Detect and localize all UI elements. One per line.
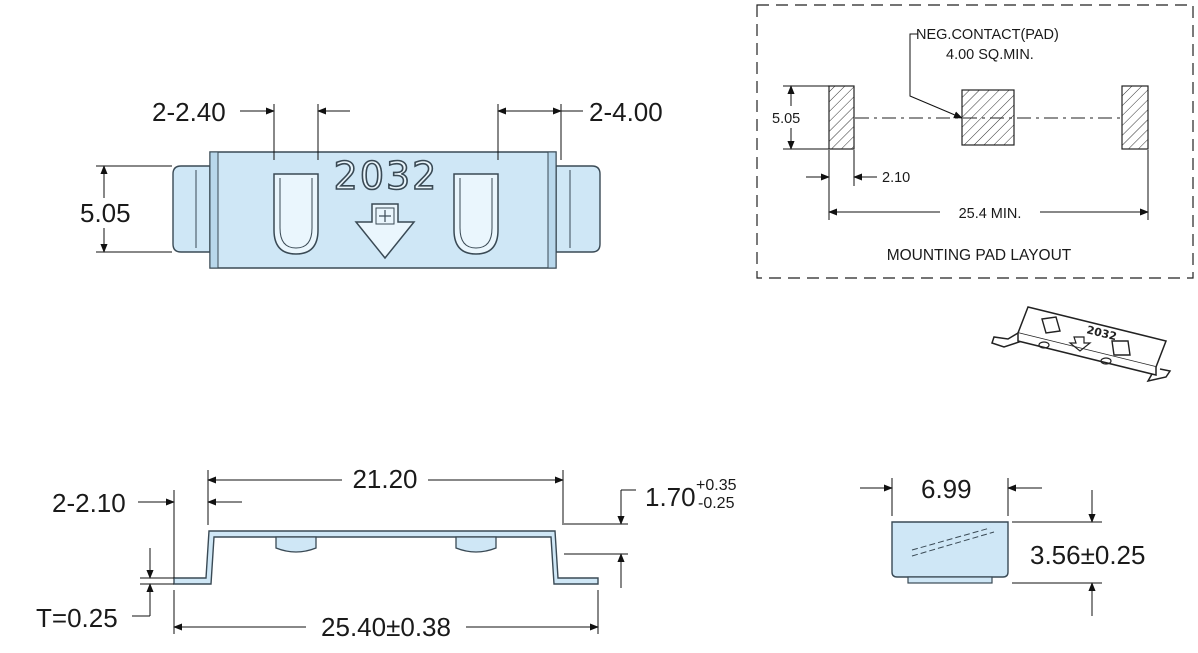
dim-end-height-label: 3.56±0.25 bbox=[1030, 540, 1145, 570]
dim-end-width-label: 6.99 bbox=[921, 474, 972, 504]
center-neg-pad bbox=[961, 89, 1015, 146]
pad-layout-title: MOUNTING PAD LAYOUT bbox=[887, 247, 1072, 264]
pad-span-label: 25.4 MIN. bbox=[959, 206, 1022, 222]
side-view: 21.20 2-2.10 1.70 +0.35 -0.25 T=0.25 25.… bbox=[36, 462, 737, 642]
dim-top-height-label: 5.05 bbox=[80, 198, 131, 228]
right-tab bbox=[555, 165, 601, 253]
embossed-2032-text: 2032 bbox=[334, 154, 439, 198]
dim-side-length-label: 21.20 bbox=[352, 464, 417, 494]
dim-slot-spacing-label: 2-4.00 bbox=[589, 97, 663, 127]
dim-side-tol-minus: -0.25 bbox=[698, 495, 735, 512]
dim-side-height-label: 1.70 bbox=[645, 482, 696, 512]
pad-layout-panel: NEG.CONTACT(PAD) 4.00 SQ.MIN. 5.05 2.10 … bbox=[756, 4, 1194, 279]
end-profile bbox=[891, 521, 1009, 578]
pad-height-label: 5.05 bbox=[772, 111, 800, 127]
dim-side-tol-plus: +0.35 bbox=[696, 477, 737, 494]
left-pad bbox=[828, 85, 855, 150]
dim-slot-width-label: 2-2.40 bbox=[152, 97, 226, 127]
side-profile bbox=[173, 530, 599, 585]
isometric-view: 2032 bbox=[991, 306, 1172, 383]
callout-line2: 4.00 SQ.MIN. bbox=[946, 47, 1034, 63]
plus-arrow-icon bbox=[354, 203, 416, 260]
left-slot bbox=[273, 173, 319, 255]
left-tab bbox=[172, 165, 211, 253]
callout-line1: NEG.CONTACT(PAD) bbox=[916, 27, 1059, 43]
dim-thickness-label: T=0.25 bbox=[36, 603, 118, 633]
dim-foot-label: 2-2.10 bbox=[52, 488, 126, 518]
right-pad bbox=[1121, 85, 1149, 150]
end-view: 6.99 3.56±0.25 bbox=[860, 474, 1158, 616]
pad-layout-frame bbox=[756, 4, 1194, 279]
top-view: 2032 2-2.40 2-4.00 5.05 bbox=[78, 97, 663, 269]
contact-bump-right bbox=[455, 536, 497, 553]
right-slot bbox=[453, 173, 499, 255]
dim-total-length-label: 25.40±0.38 bbox=[321, 612, 451, 642]
end-foot bbox=[907, 576, 993, 584]
contact-bump-left bbox=[275, 536, 317, 553]
pad-width-label: 2.10 bbox=[882, 170, 910, 186]
